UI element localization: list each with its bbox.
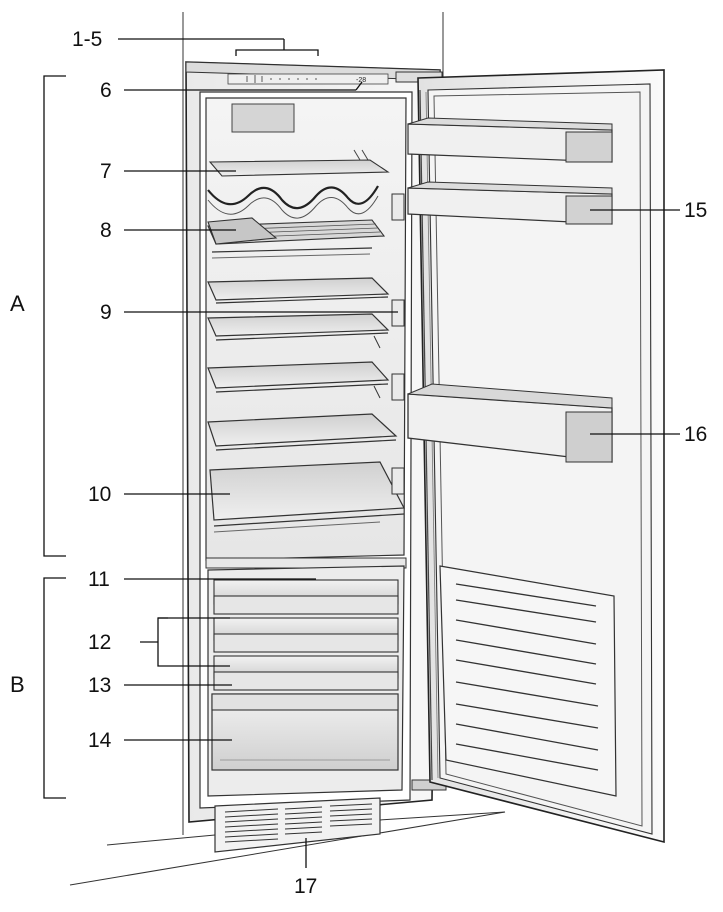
door-vent-panel bbox=[439, 565, 617, 797]
callout-13: 13 bbox=[88, 674, 111, 697]
ventilation-grille bbox=[214, 797, 381, 853]
door bbox=[391, 69, 665, 844]
callout-1-5: 1-5 bbox=[72, 28, 102, 51]
niche-lines bbox=[69, 12, 506, 886]
callout-12: 12 bbox=[88, 631, 111, 654]
callout-labels: 1-5 6 7 8 9 10 11 12 13 14 15 16 17 bbox=[72, 28, 707, 898]
callout-8: 8 bbox=[100, 219, 112, 242]
grid-shelf bbox=[207, 217, 386, 259]
control-panel-marks bbox=[246, 75, 317, 83]
glass-shelf-5 bbox=[209, 461, 405, 533]
door-shelf-bottle bbox=[407, 383, 613, 463]
section-label-b: B bbox=[10, 672, 25, 697]
callout-leaders bbox=[118, 38, 680, 868]
door-bracket-2 bbox=[391, 299, 405, 327]
drawer-3 bbox=[213, 655, 399, 691]
callout-7: 7 bbox=[100, 160, 112, 183]
door-bracket-3 bbox=[391, 373, 405, 401]
air-outlet bbox=[353, 149, 369, 161]
interior-light bbox=[231, 103, 295, 133]
drawer-2 bbox=[213, 617, 399, 653]
callout-17: 17 bbox=[294, 875, 317, 898]
callout-15: 15 bbox=[684, 199, 707, 222]
door-shelf-upper bbox=[407, 117, 613, 163]
glass-shelf-3 bbox=[207, 361, 390, 399]
control-panel bbox=[227, 73, 389, 85]
cabinet: -28 bbox=[185, 61, 447, 823]
glass-shelf-1 bbox=[207, 277, 390, 304]
section-brackets bbox=[43, 75, 66, 799]
callout-6: 6 bbox=[100, 79, 112, 102]
door-shelf-middle bbox=[407, 181, 613, 225]
glass-shelf-4 bbox=[207, 413, 398, 451]
door-bracket-1 bbox=[391, 193, 405, 221]
control-panel-readout: -28 bbox=[356, 77, 366, 84]
section-label-a: A bbox=[10, 291, 25, 316]
bottom-drawer bbox=[211, 693, 399, 771]
callout-10: 10 bbox=[88, 483, 111, 506]
door-bracket-4 bbox=[391, 467, 405, 495]
drawer-1 bbox=[213, 579, 399, 615]
callout-11: 11 bbox=[88, 568, 110, 591]
callout-9: 9 bbox=[100, 301, 112, 324]
glass-shelf-2 bbox=[207, 313, 390, 349]
callout-14: 14 bbox=[88, 729, 112, 752]
callout-16: 16 bbox=[684, 423, 707, 446]
wine-rack-shelf bbox=[207, 159, 390, 219]
